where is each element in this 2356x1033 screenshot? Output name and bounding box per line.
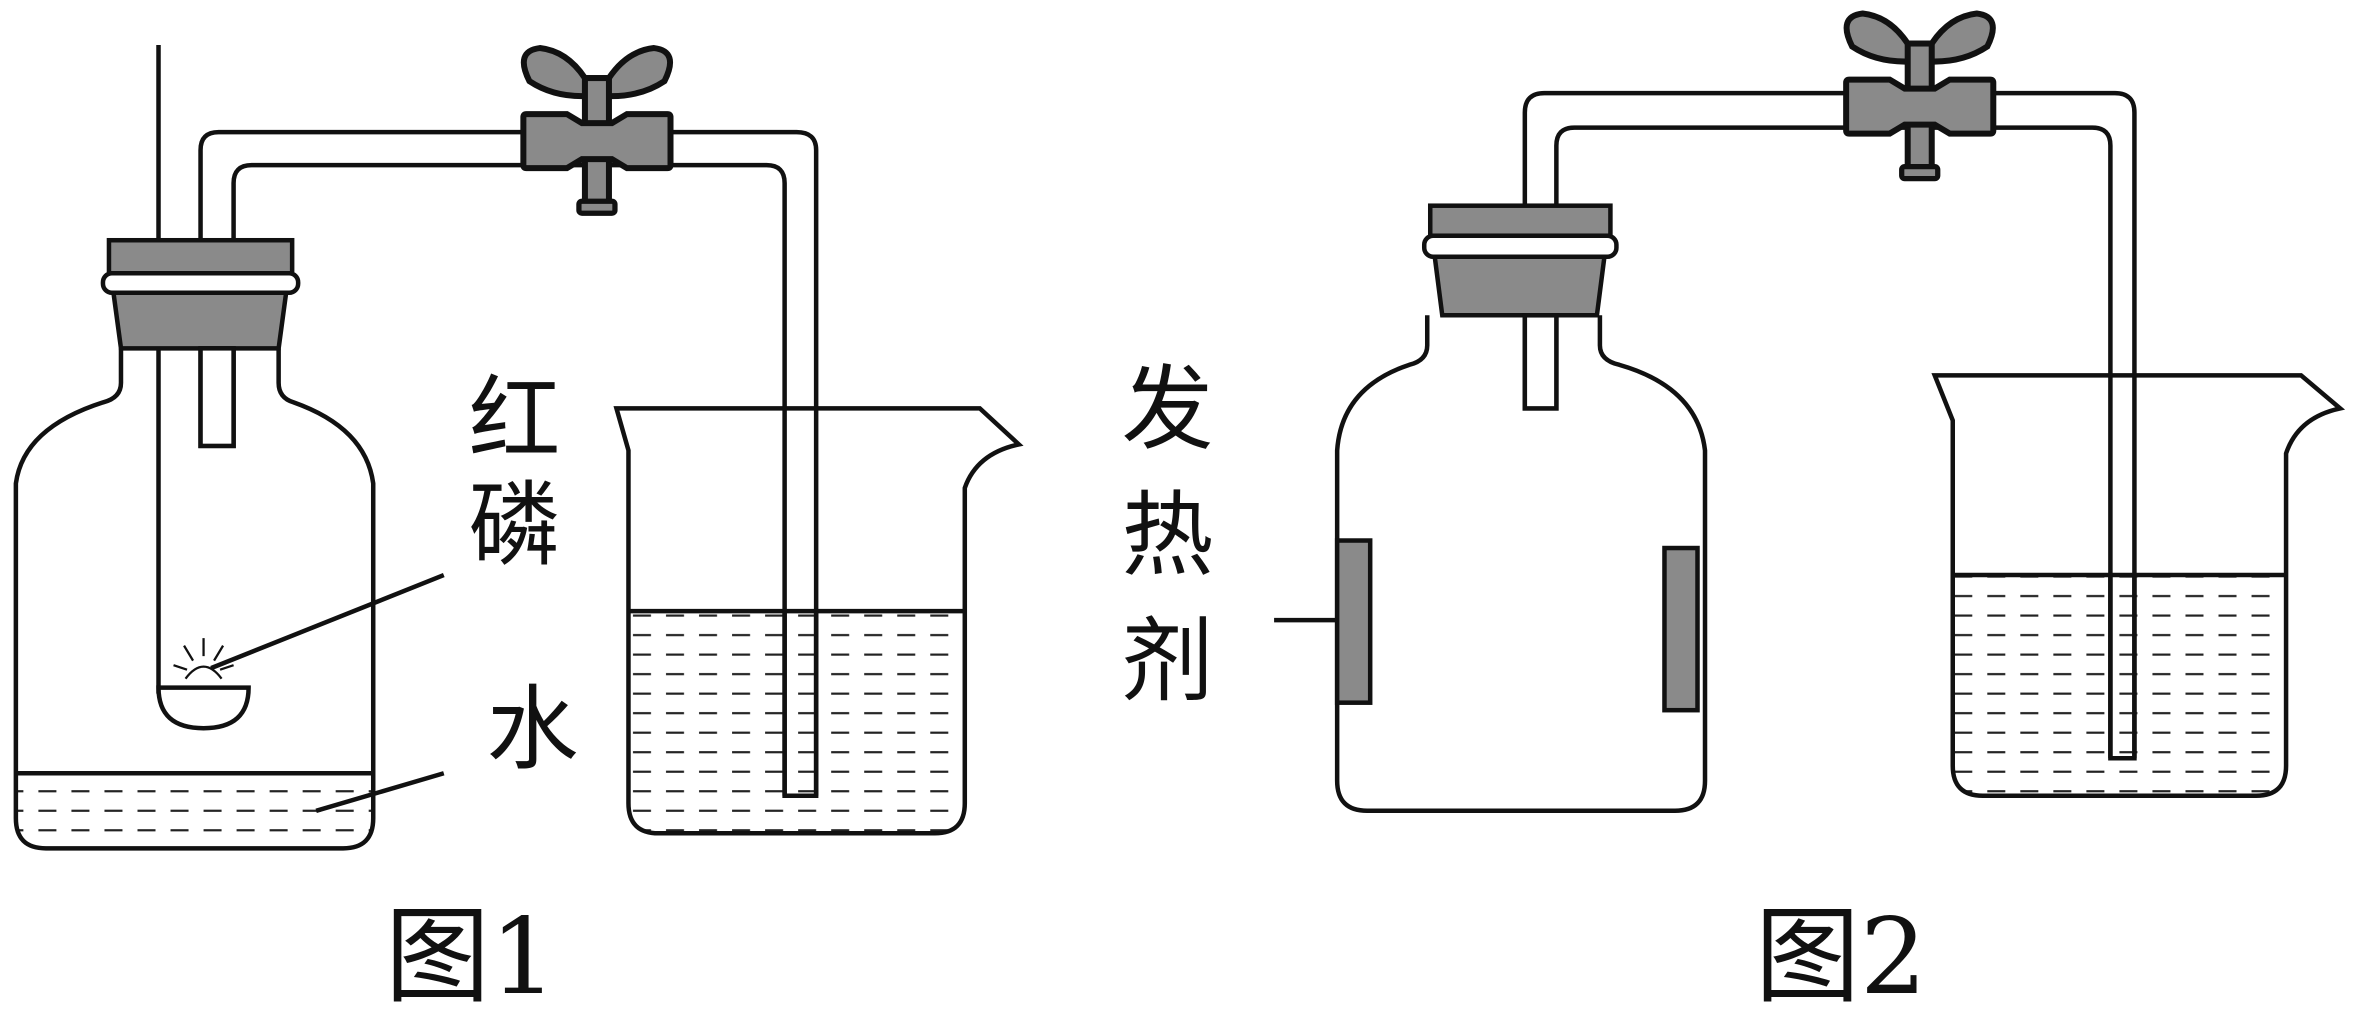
- label-heater: 发热剂: [1106, 360, 1213, 738]
- stopper2-top: [1427, 203, 1613, 238]
- stopper1-bottom: [110, 290, 289, 351]
- label-red-phosphorus: 红磷: [453, 370, 560, 582]
- heater-pad-left: [1334, 538, 1373, 705]
- leader-red-phosphorus: [210, 572, 445, 671]
- leader-water: [315, 771, 445, 813]
- beaker1-water: [628, 611, 965, 834]
- bottle2: [1334, 315, 1708, 814]
- figure1-caption: 图1: [385, 896, 557, 1018]
- pinch-clamp-2: [1846, 14, 1993, 179]
- figure2-apparatus: [1274, 90, 2346, 814]
- beaker2: [1931, 373, 2346, 799]
- stopper1-band: [100, 271, 301, 296]
- beaker1: [613, 406, 1024, 836]
- beaker2-water: [1952, 575, 2287, 796]
- heater-pad-right: [1662, 545, 1700, 713]
- stopper2-band: [1421, 233, 1619, 260]
- pinch-clamp-1: [523, 48, 670, 213]
- bottle1: [13, 348, 376, 851]
- combustion-spoon: [156, 685, 251, 731]
- stopper2-bottom: [1432, 254, 1607, 318]
- bottle1-water: [15, 773, 374, 849]
- red-phosphorus-flame-icon: [173, 638, 234, 680]
- label-water: 水: [471, 680, 578, 786]
- stopper1-top: [106, 237, 295, 276]
- figure2-caption: 图2: [1755, 896, 1927, 1018]
- figure1-apparatus: [13, 45, 1024, 851]
